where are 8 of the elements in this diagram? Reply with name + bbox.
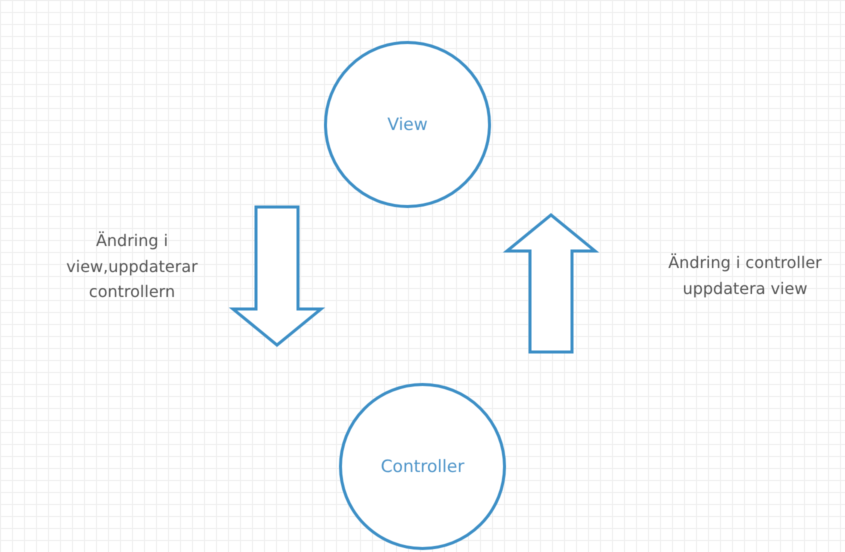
node-label: Controller	[380, 456, 464, 476]
block-arrow	[228, 206, 326, 347]
edge-label: Ändring i view,uppdaterar controllern	[65, 230, 199, 304]
circle-node	[339, 383, 506, 550]
block-arrow	[502, 213, 600, 354]
node-label: View	[387, 114, 428, 134]
circle-node	[324, 41, 491, 208]
note-text: Ändring i controller uppdatera view	[667, 252, 823, 300]
